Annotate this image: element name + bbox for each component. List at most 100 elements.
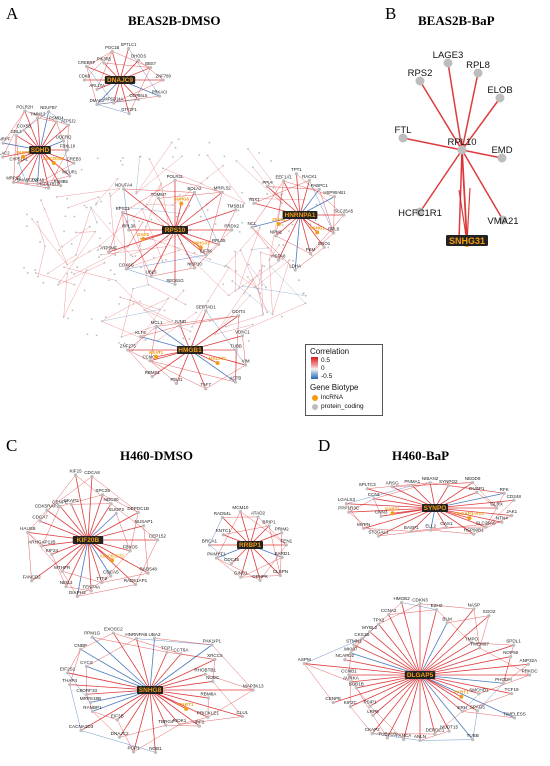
a_top-gene-label: ARL17A (89, 83, 105, 88)
c_left-edge (66, 586, 92, 592)
d_bottom-edge (419, 674, 450, 732)
a_top-edge (86, 51, 113, 67)
c_bottom-gene-label: NOB1 (149, 746, 162, 751)
a_bottom-gene-node (240, 334, 245, 338)
c_bottom-gene-node (197, 724, 202, 728)
a-hairball-node (109, 195, 112, 197)
d_bottom-gene-node (385, 736, 389, 740)
d_top-edge (367, 482, 431, 489)
c_left-gene-label: TTF2 (96, 576, 107, 581)
a_right-gene-label: TPT1 (291, 167, 302, 172)
d_bottom-gene-label: ERH (457, 705, 467, 710)
d_bottom-gene-label: NUDT15 (440, 725, 458, 730)
a_right-gene-node (332, 231, 336, 235)
d_bottom-gene-node (460, 709, 464, 713)
c_bottom-gene-label: CNBP (74, 643, 87, 648)
a-hairball-node (178, 193, 181, 196)
a_left-edge (15, 111, 49, 136)
c_bottom-edge (149, 689, 156, 753)
c_mid-edge (280, 532, 282, 576)
d_top-edge (448, 485, 505, 494)
a_right-gene-label: EEF1A1 (275, 174, 292, 179)
c_left-edge (87, 539, 103, 583)
c_bottom-gene-label: RHOBTB1 (194, 668, 216, 673)
c_left-gene-label: HAUS8 (20, 526, 36, 531)
a-hairball-node (116, 177, 119, 180)
a_right-gene-label: HSPA8 (271, 253, 286, 258)
d_bottom-edge (419, 674, 478, 712)
d_bottom-gene-node (512, 716, 517, 720)
a-hairball-edge (40, 200, 68, 265)
a-hairball-node (88, 250, 91, 253)
a_left-gene-label: FBXL18 (60, 144, 76, 149)
a_mid-gene-label: RPL35 (212, 238, 226, 243)
d_bottom-edge (471, 642, 514, 646)
d_bottom-edge (361, 638, 421, 676)
a-hairball-node (43, 208, 46, 211)
d_bottom-edge (353, 644, 421, 676)
d_bottom-gene-node (402, 737, 406, 742)
a_right-gene-node (250, 225, 254, 229)
d_bottom-edge (348, 674, 357, 689)
a-hairball-node (97, 196, 100, 199)
c_left-edge (71, 503, 112, 505)
a_mid-edge (123, 188, 176, 231)
d_bottom-gene-label: CDKN3 (412, 597, 428, 602)
a-hairball-node (188, 204, 191, 207)
c_bottom-edge (91, 636, 151, 691)
a-hairball-node (234, 250, 237, 253)
a-hairball-node (100, 253, 102, 256)
a_mid-gene-node (192, 266, 197, 270)
a-hairball-node (214, 223, 217, 226)
a_right-edge (319, 189, 334, 234)
a-hairball-node (208, 141, 211, 144)
a_top-gene-label: PIK3R5 (97, 56, 112, 61)
d_top-gene-label: HSP90B1 (464, 528, 485, 533)
c_left-edge (87, 539, 149, 574)
c_left-gene-label: CKAP2 (64, 498, 80, 503)
a_mid-gene-node (234, 208, 238, 212)
a-hairball-node (139, 300, 141, 303)
c_mid-edge (222, 517, 251, 546)
a_mid-gene-label: NDUFA4 (115, 182, 133, 187)
a-hairball-node (145, 203, 148, 206)
a_left-edge (37, 175, 70, 185)
c_left-edge (70, 504, 89, 541)
d_top-hub-label: SYNPO (424, 505, 447, 512)
c_bottom-gene-label: TBRG4 (158, 719, 174, 724)
a-hairball-edge (207, 155, 245, 204)
a_mid-gene-label: EIF3K (200, 248, 212, 253)
a-hairball-node (138, 155, 141, 158)
a-hairball-node (132, 302, 135, 305)
a-hairball-edge (186, 254, 229, 268)
c_mid-hub-label-bg (237, 541, 263, 549)
c_bottom-edge (80, 689, 151, 731)
a-hairball-node (261, 284, 263, 286)
a-hairball-edge (232, 280, 273, 315)
a_bottom-gene-label: ZNF275 (120, 344, 136, 349)
a-hairball-node (261, 264, 264, 267)
d_top-edge (430, 529, 474, 535)
c_mid-gene-label: RAD54L (214, 511, 232, 516)
a_top-edge (113, 79, 164, 104)
c_left-gene-node (109, 502, 113, 506)
d_bottom-gene-node (445, 621, 449, 625)
d_top-gene-label: SYNPO2 (439, 479, 458, 484)
legend-protein-label: protein_coding (321, 403, 364, 410)
c_bottom-gene-node (213, 657, 217, 662)
a_left-gene-label: POLR2H (16, 104, 33, 109)
d_top-lnc-node (467, 516, 472, 521)
a-hairball-node (292, 259, 294, 262)
a-hairball-edge (31, 218, 68, 265)
c_left-edge (46, 509, 89, 541)
d_bottom-gene-node (501, 681, 505, 685)
a-hairball-node (126, 245, 129, 248)
a_right-hub-label: HNRNPA1 (285, 212, 316, 219)
a_left-lnc-label: LINC00511 (43, 156, 65, 161)
a_mid-edge (174, 203, 182, 231)
a-hairball-node (85, 269, 88, 271)
c_left-edge (87, 494, 104, 541)
c_bottom-gene-label: MRPS18B (80, 696, 101, 701)
a-hairball-node (188, 262, 191, 265)
c_left-gene-node (100, 581, 104, 585)
